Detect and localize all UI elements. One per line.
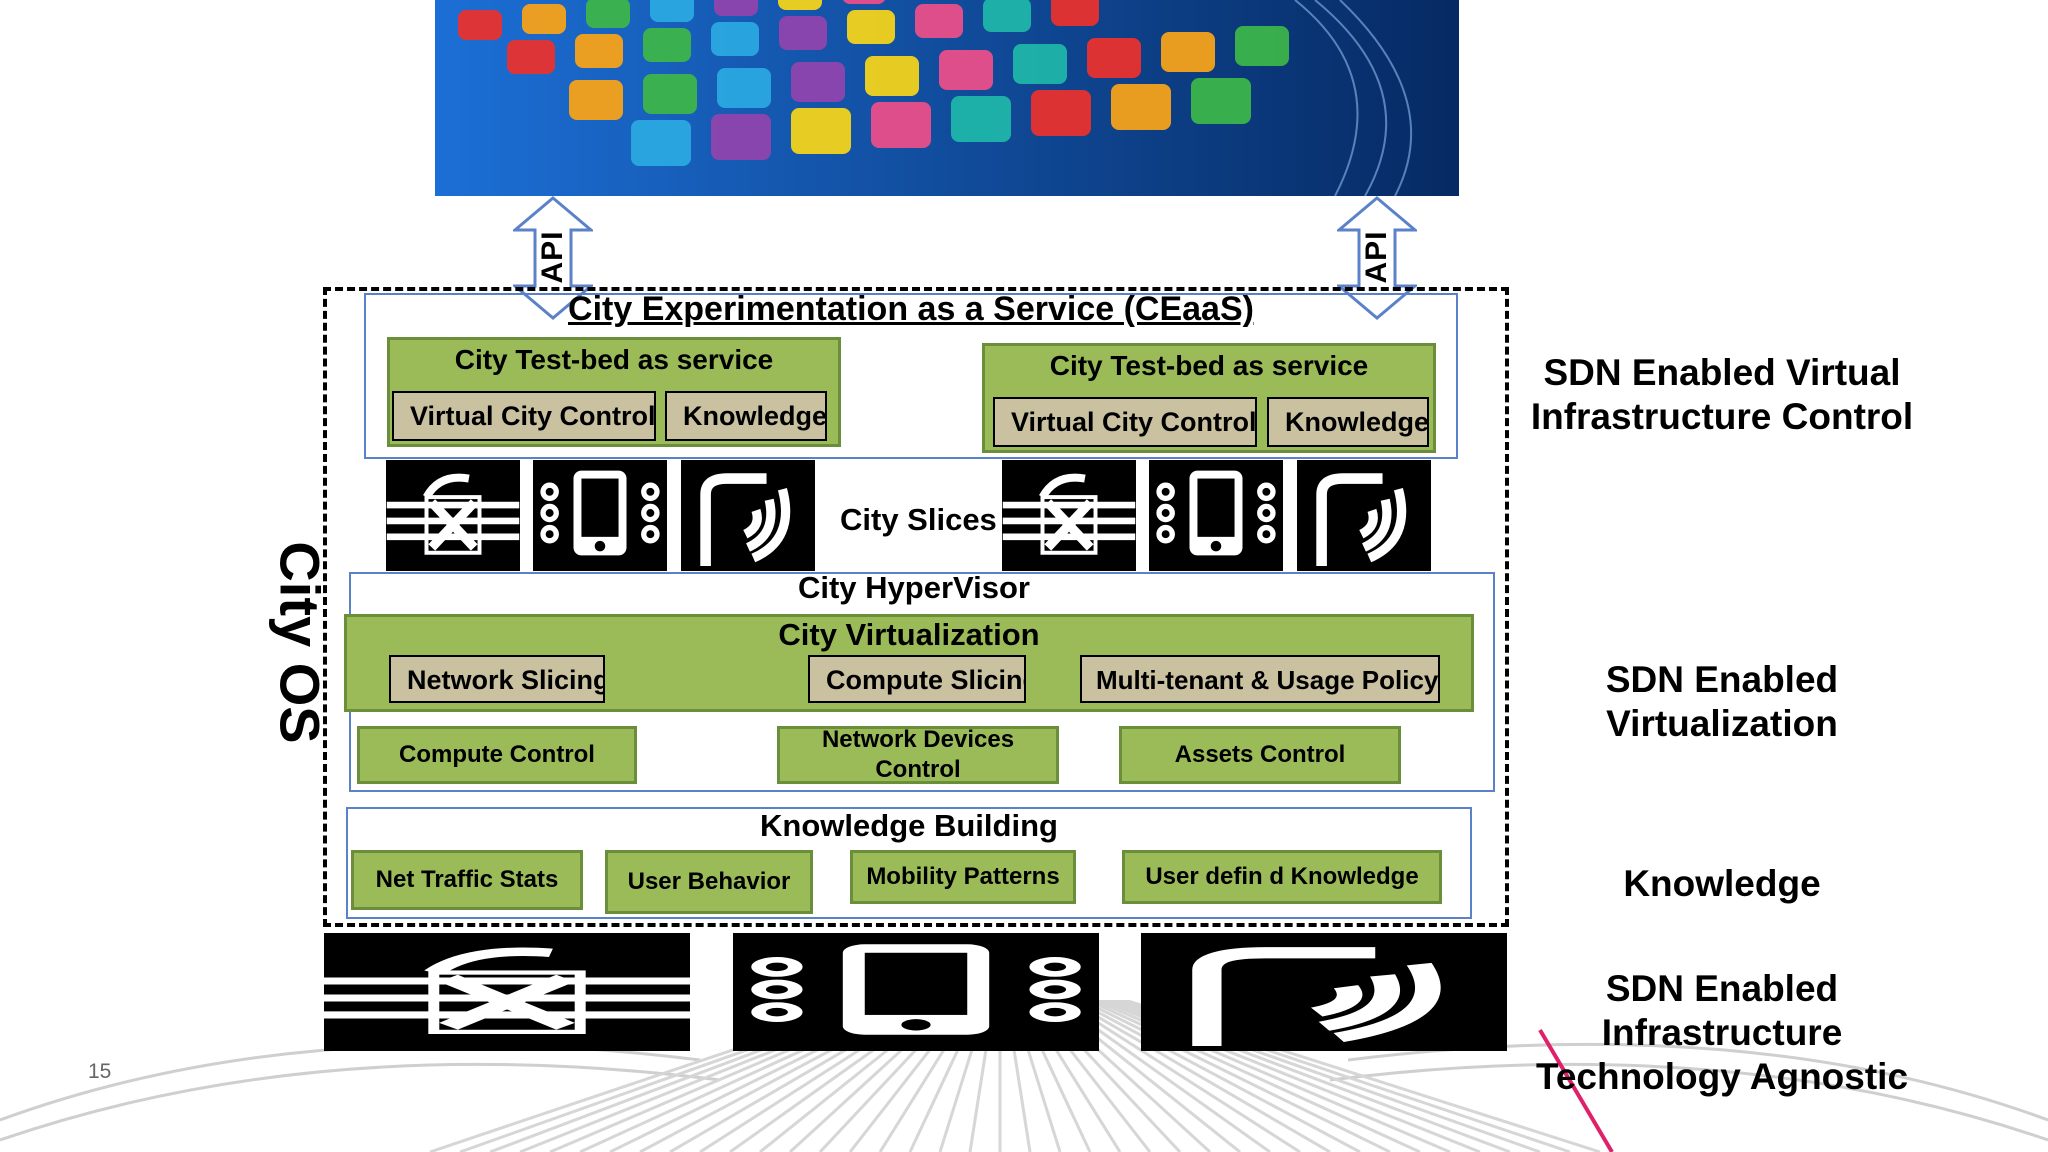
network-devices-control: Network Devices Control [777,726,1059,784]
city-os-frame [323,287,1509,927]
knowledge-building-box [346,807,1472,919]
mobile-device-icon-slice [533,460,667,571]
city-slices-label: City Slices [840,502,997,537]
wireless-signal-icon-slice [681,460,815,571]
wireless-signal-icon-infrastructure [1141,933,1507,1051]
network-slicing: Network Slicing [389,655,605,703]
api-label-right: API [1360,230,1393,284]
side-label-virtual-infrastructure-control: SDN Enabled Virtual Infrastructure Contr… [1530,352,1914,437]
hypervisor-label: City HyperVisor [797,570,1030,605]
side-label-virtualization: SDN Enabled Virtualization [1605,659,1839,744]
mobile-device-icon-slice [1149,460,1283,571]
side-label-infrastructure: SDN Enabled Infrastructure Technology Ag… [1535,968,1909,1097]
city-os-label: City OS [268,541,332,744]
testbed-right-title: City Test-bed as service [1049,350,1369,381]
mobile-device-icon-infrastructure [733,933,1099,1051]
background-fan-lines [0,1000,2048,1152]
side-label-knowledge: Knowledge [1623,863,1821,904]
compute-control: Compute Control [357,726,637,784]
network-switch-icon-slice [386,460,520,571]
testbed-right-knowledge: Knowledge [1267,397,1429,447]
app-icons-photo [435,0,1459,196]
testbed-left-knowledge: Knowledge [665,391,827,441]
page-number: 15 [88,1060,112,1083]
multi-tenant-usage-policy: Multi-tenant & Usage Policy [1080,655,1440,703]
city-virtualization-title: City Virtualization [778,617,1040,652]
testbed-right-virtual-city-control: Virtual City Control [993,397,1257,447]
network-switch-icon-slice [1002,460,1136,571]
api-label-left: API [536,230,569,284]
wireless-signal-icon-slice [1297,460,1431,571]
user-behavior: User Behavior [605,850,813,914]
testbed-left-virtual-city-control: Virtual City Control [392,391,656,441]
network-switch-icon-infrastructure [324,933,690,1051]
knowledge-building-title: Knowledge Building [760,808,1058,843]
testbed-left-title: City Test-bed as service [454,344,774,375]
accent-line [1538,1028,1614,1152]
ceaas-title: City Experimentation as a Service (CEaaS… [568,290,1254,328]
ceaas-box [364,293,1458,459]
compute-slicing: Compute Slicing [808,655,1026,703]
user-defined-knowledge: User defin d Knowledge [1122,850,1442,904]
net-traffic-stats: Net Traffic Stats [351,850,583,910]
mobility-patterns: Mobility Patterns [850,850,1076,904]
assets-control: Assets Control [1119,726,1401,784]
